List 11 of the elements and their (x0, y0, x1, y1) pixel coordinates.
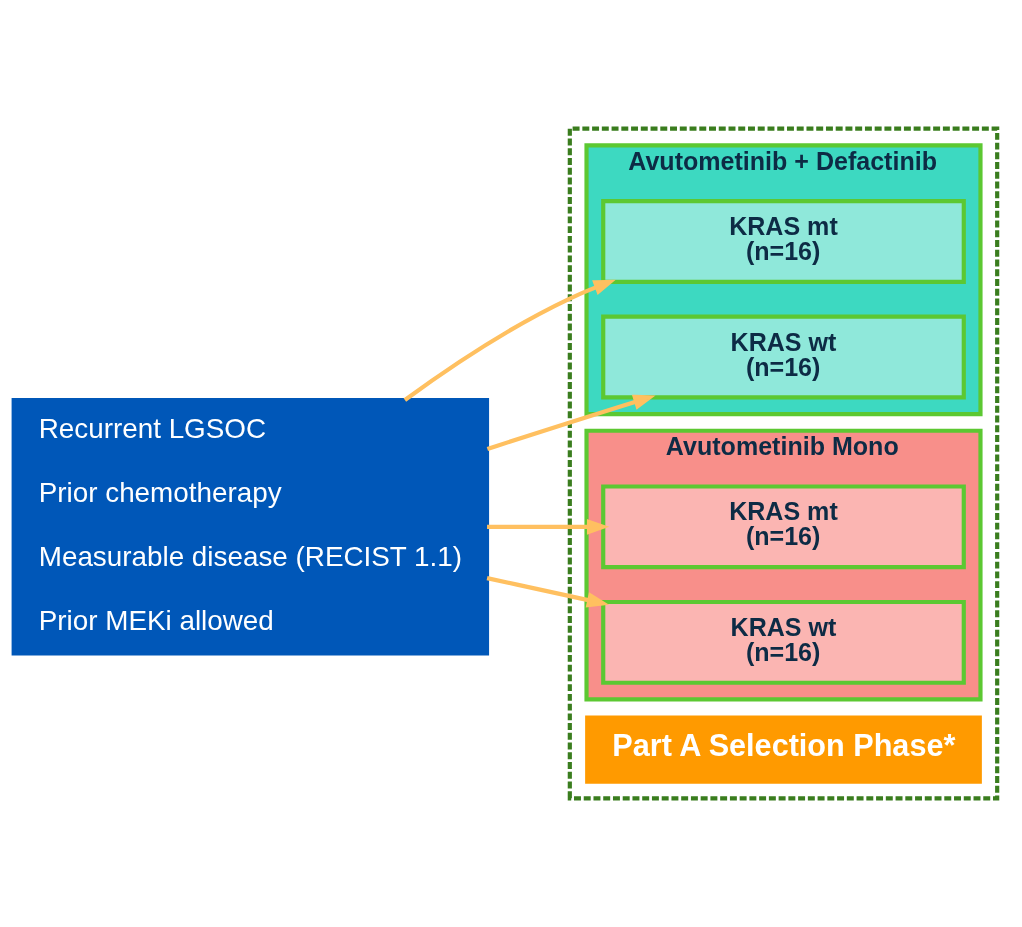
cluster (567, 126, 1000, 801)
arrow (486, 394, 656, 451)
node-box: KRAS wt (n=16) (601, 314, 966, 400)
node-box: Part A Selection Phase* (585, 715, 982, 784)
arrow (486, 576, 610, 608)
node-box: KRAS mt (n=16) (601, 484, 966, 570)
node-box: Recurrent LGSOC Prior chemotherapy Measurable disease (RECIST 1.1) Prior MEKi allowed (11, 398, 490, 656)
node-box: KRAS wt (n=16) (601, 599, 966, 685)
arrow (487, 519, 610, 535)
node-box: KRAS mt (n=16) (601, 199, 966, 284)
arrow (403, 279, 616, 402)
